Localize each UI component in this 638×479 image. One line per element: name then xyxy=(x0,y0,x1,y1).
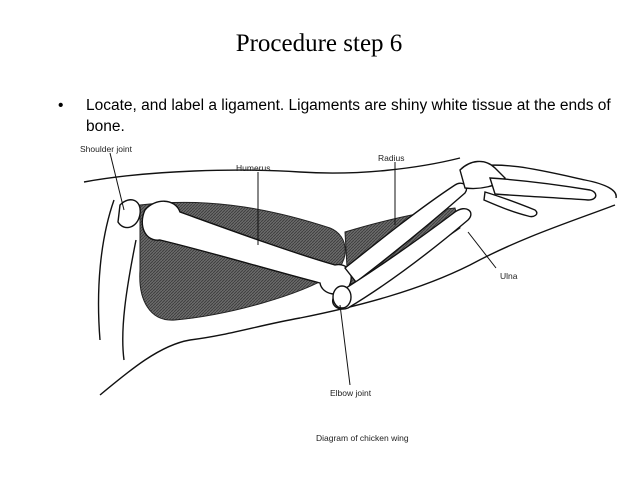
label-humerus: Humerus xyxy=(236,163,270,173)
label-elbow-joint: Elbow joint xyxy=(330,388,372,398)
shoulder-leader xyxy=(110,153,124,210)
label-ulna: Ulna xyxy=(500,271,518,281)
ulna-leader xyxy=(468,232,496,268)
label-shoulder-joint: Shoulder joint xyxy=(80,144,133,154)
elbow-leader xyxy=(340,305,350,385)
label-radius: Radius xyxy=(378,153,404,163)
diagram-caption: Diagram of chicken wing xyxy=(316,433,409,443)
